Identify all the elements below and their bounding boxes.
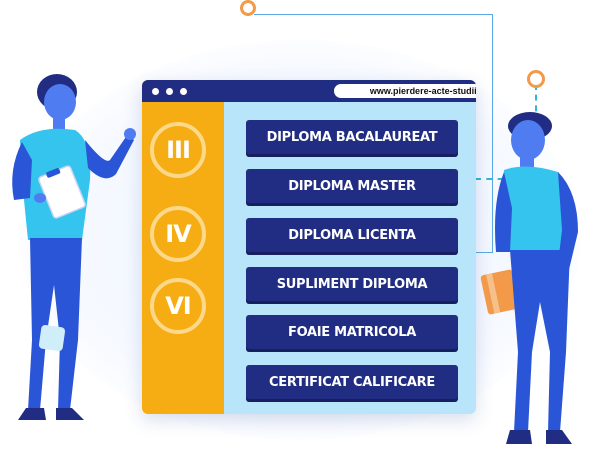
connector-line [254, 14, 492, 15]
orange-ring-icon [527, 70, 545, 88]
decorative-square [38, 324, 66, 352]
address-bar-container: www.pierdere-acte-studii.ro [224, 80, 476, 102]
document-button-master[interactable]: DIPLOMA MASTER [246, 169, 458, 203]
person-left-illustration [12, 74, 136, 420]
connector-line [492, 14, 493, 252]
document-button-certificat[interactable]: CERTIFICAT CALIFICARE [246, 365, 458, 399]
document-button-licenta[interactable]: DIPLOMA LICENTA [246, 218, 458, 252]
document-button-supliment[interactable]: SUPLIMENT DIPLOMA [246, 267, 458, 301]
numeral-badge: IV [150, 206, 206, 262]
document-button-bacalaureat[interactable]: DIPLOMA BACALAUREAT [246, 120, 458, 154]
numeral-badge: VI [150, 278, 206, 334]
orange-ring-icon [240, 0, 256, 16]
window-dot-icon [180, 88, 187, 95]
numeral-label: IV [165, 220, 191, 248]
connector-dashed-line [475, 178, 515, 180]
connector-dashed-line [535, 84, 537, 122]
numeral-badge: III [150, 122, 206, 178]
window-dot-icon [166, 88, 173, 95]
person-right-illustration [480, 112, 578, 444]
window-titlebar [142, 80, 224, 102]
document-button-foaie-matricola[interactable]: FOAIE MATRICOLA [246, 315, 458, 349]
browser-window: III IV VI www.pierdere-acte-studii.ro DI… [142, 80, 476, 414]
sidebar-panel: III IV VI [142, 80, 224, 414]
numeral-label: VI [165, 292, 191, 320]
address-bar[interactable]: www.pierdere-acte-studii.ro [334, 84, 476, 98]
numeral-label: III [166, 136, 191, 164]
window-dot-icon [152, 88, 159, 95]
